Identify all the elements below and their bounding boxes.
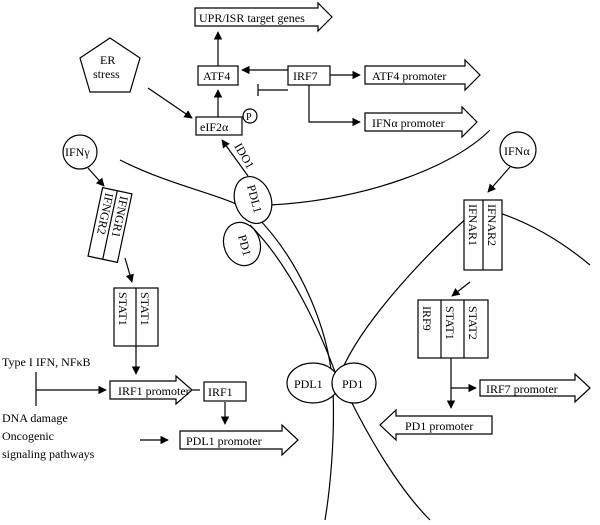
ifnar2-label: IFNAR2 bbox=[485, 204, 499, 246]
ifng-circle bbox=[62, 134, 98, 170]
stat1-c-label: STAT1 bbox=[443, 306, 457, 340]
stat1-a-label: STAT1 bbox=[116, 292, 130, 326]
ifna-promoter-label: IFNα promoter bbox=[372, 116, 445, 130]
er-stress-pentagon bbox=[79, 37, 141, 93]
irf1-promoter-arrow-box bbox=[109, 374, 193, 406]
ifng-label: IFNγ bbox=[65, 145, 90, 159]
ifna-promoter-arrow-box bbox=[364, 105, 478, 139]
ifng-to-receptor-arrow bbox=[87, 167, 105, 187]
ido1-label: IDO1 bbox=[231, 141, 257, 172]
er-stress-to-eif2a-arrow bbox=[147, 87, 193, 119]
upr-isr-arrow-box bbox=[194, 1, 333, 33]
ifngr-receptor: IFNGR2 IFNGR1 bbox=[87, 186, 133, 264]
atf4-label: ATF4 bbox=[203, 69, 230, 83]
irf7-promoter-label: IRF7 promoter bbox=[486, 382, 558, 396]
pd1-top-ellipse bbox=[222, 221, 262, 267]
phospho-circle bbox=[242, 108, 258, 124]
ifngr-to-stat1-arrow bbox=[124, 257, 134, 283]
ifna-circle bbox=[499, 131, 537, 169]
ifna-to-receptor-arrow bbox=[487, 166, 511, 193]
irf7-to-ifna-promoter-arrow bbox=[308, 85, 361, 127]
pdl1-mid-label: PDL1 bbox=[294, 377, 323, 391]
right-cell-membrane bbox=[269, 129, 491, 206]
pd1-top-label: PD1 bbox=[235, 233, 254, 257]
center-right-membrane-lower bbox=[347, 394, 431, 521]
irf7-label: IRF7 bbox=[293, 69, 318, 83]
irf1-promoter-label: IRF1 promoter bbox=[118, 384, 190, 398]
ifnar1-label: IFNAR1 bbox=[466, 204, 480, 246]
isgf3-complex bbox=[417, 299, 489, 359]
eif2a-box bbox=[195, 116, 243, 136]
pd1-mid-ellipse bbox=[331, 362, 377, 404]
pdl1-promoter-label: PDL1 promoter bbox=[186, 434, 262, 448]
irf7-inhibit-eif2a bbox=[257, 84, 288, 96]
stat2-label: STAT2 bbox=[466, 306, 480, 340]
ifna-label: IFNα bbox=[504, 144, 530, 158]
irf1-label: IRF1 bbox=[208, 385, 233, 399]
stress-label: stress bbox=[93, 67, 120, 81]
pdl1-promoter-arrow-box bbox=[179, 423, 299, 457]
atf4-promoter-label: ATF4 promoter bbox=[372, 69, 446, 83]
atf4-promoter-arrow-box bbox=[364, 58, 481, 92]
pd1-promoter-arrow-box bbox=[379, 408, 493, 442]
ido1-to-eif2a-arrow bbox=[221, 139, 249, 177]
signaling-label: signaling pathways bbox=[2, 447, 95, 461]
type1-ifn-to-irf1-promoter-arrow bbox=[35, 372, 106, 406]
pd1-promoter-label: PD1 promoter bbox=[405, 419, 473, 433]
pd1-mid-label: PD1 bbox=[342, 377, 363, 391]
eif2a-label: eIF2α bbox=[200, 120, 229, 134]
irf9-label: IRF9 bbox=[420, 306, 434, 331]
stat1-b-label: STAT1 bbox=[138, 292, 152, 326]
dna-damage-label: DNA damage bbox=[2, 411, 68, 425]
phospho-label: P bbox=[246, 112, 252, 123]
er-label: ER bbox=[100, 53, 115, 67]
left-cell-membrane bbox=[119, 159, 335, 521]
ifnar-to-isgf3-arrow bbox=[451, 281, 471, 297]
oncogenic-label: Oncogenic bbox=[2, 429, 54, 443]
irf7-promoter-arrow-box bbox=[479, 372, 591, 404]
type1-ifn-label: Type I IFN, NFκB bbox=[2, 355, 91, 369]
pdl1-top-ellipse bbox=[233, 176, 273, 224]
upr-isr-label: UPR/ISR target genes bbox=[199, 11, 305, 25]
irf1-box bbox=[203, 381, 247, 402]
